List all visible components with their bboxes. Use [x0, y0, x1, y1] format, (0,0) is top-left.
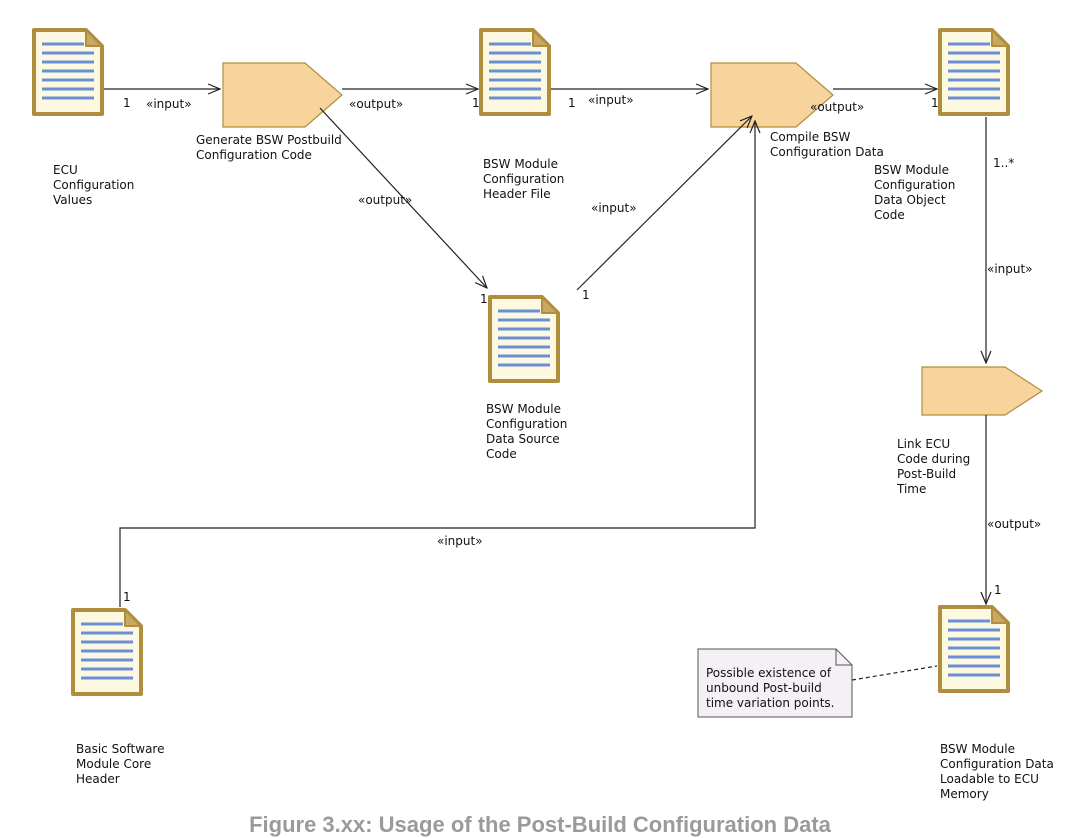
connector-core-header-to-compile	[119, 121, 755, 607]
multiplicity-header-out: 1	[568, 96, 576, 110]
connector-note-to-loadable	[851, 665, 938, 681]
stereotype-input-source-compile: «input»	[591, 201, 637, 215]
stereotype-output-compile-object: «output»	[810, 100, 865, 114]
link-ecu-task-shape	[921, 366, 1044, 416]
multiplicity-object-code-out: 1..*	[993, 156, 1015, 170]
stereotype-output-generate-source: «output»	[358, 193, 413, 207]
generate-code-task-label: Generate BSW Postbuild Configuration Cod…	[196, 133, 342, 162]
bsw-header-file-document-icon	[479, 28, 551, 116]
note-shape	[697, 648, 853, 718]
ecu-config-values-label: ECU Configuration Values	[53, 163, 135, 207]
multiplicity-source-out: 1	[582, 288, 590, 302]
bsw-data-object-code-label: BSW Module Configuration Data Object Cod…	[874, 163, 956, 222]
bsw-data-object-code-document-icon	[938, 28, 1010, 116]
link-ecu-task-label: Link ECU Code during Post-Build Time	[897, 437, 971, 496]
bsw-core-header-label: Basic Software Module Core Header	[76, 742, 165, 786]
bsw-core-header-document-icon	[71, 608, 143, 696]
connector-source-to-compile	[576, 116, 752, 291]
stereotype-input-ecu: «input»	[146, 97, 192, 111]
stereotype-input-core-header: «input»	[437, 534, 483, 548]
bsw-header-file-label: BSW Module Configuration Header File	[483, 157, 565, 201]
figure-caption: Figure 3.xx: Usage of the Post-Build Con…	[249, 812, 831, 837]
connector-generate-to-source	[319, 107, 487, 288]
compile-data-task-shape	[710, 62, 834, 128]
note-fold	[835, 649, 852, 666]
multiplicity-header-in: 1	[472, 96, 480, 110]
bsw-loadable-data-document-icon	[938, 605, 1010, 693]
bsw-loadable-data-label: BSW Module Configuration Data Loadable t…	[940, 742, 1054, 801]
generate-code-task-shape	[222, 62, 343, 128]
stereotype-input-object-link: «input»	[987, 262, 1033, 276]
compile-data-task-label: Compile BSW Configuration Data	[770, 130, 884, 159]
multiplicity-object-code-in: 1	[931, 96, 939, 110]
stereotype-input-header-compile: «input»	[588, 93, 634, 107]
ecu-config-values-document-icon	[32, 28, 104, 116]
bsw-data-source-code-document-icon	[488, 295, 560, 383]
stereotype-output-generate-header: «output»	[349, 97, 404, 111]
stereotype-output-link-loadable: «output»	[987, 517, 1042, 531]
multiplicity-source-in: 1	[480, 292, 488, 306]
note-text: Possible existence of unbound Post-build…	[706, 666, 835, 710]
multiplicity-ecu: 1	[123, 96, 131, 110]
bsw-data-source-code-label: BSW Module Configuration Data Source Cod…	[486, 402, 568, 461]
multiplicity-core-header: 1	[123, 590, 131, 604]
multiplicity-loadable: 1	[994, 583, 1002, 597]
